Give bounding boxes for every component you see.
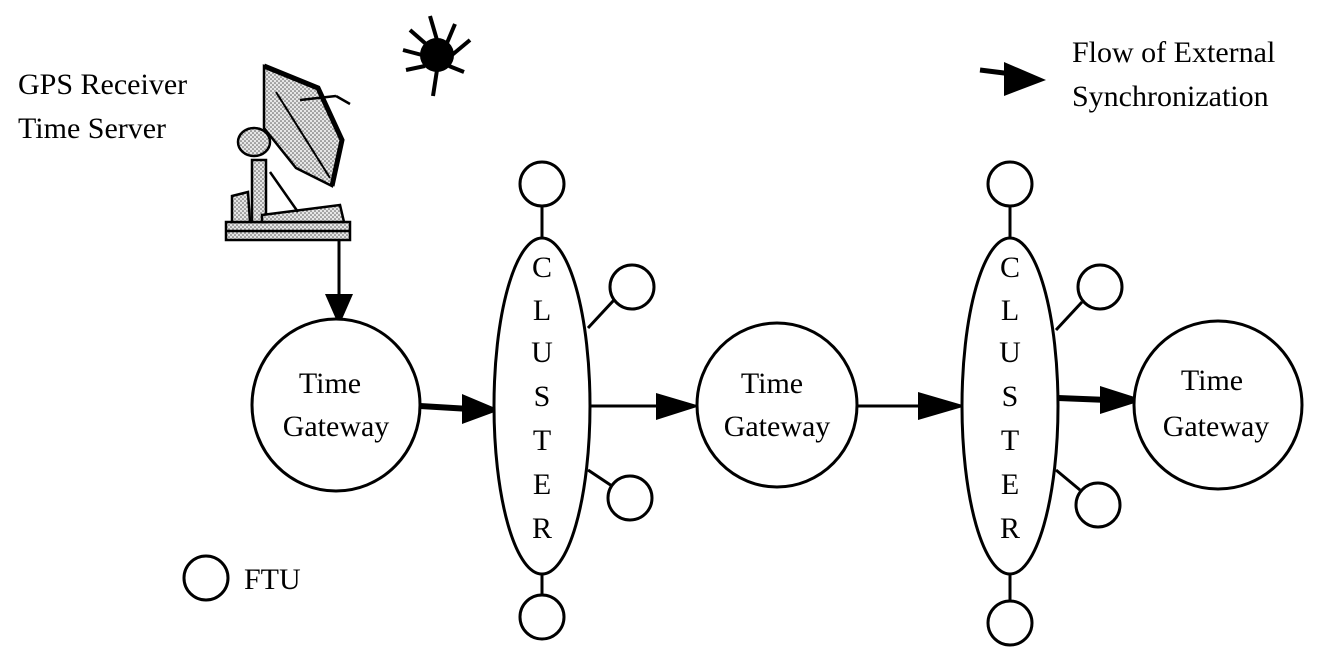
satellite-dish-icon [224,63,352,242]
cluster-2-letter: T [1001,424,1019,457]
ftu-circle [608,263,656,311]
time-gateway-2: Time Gateway [695,321,859,489]
cluster-2: C L U S T E R [960,160,1124,647]
ftu-circle [1076,263,1124,311]
cluster-1-letter: S [534,380,551,413]
ftu-circle [1074,481,1122,529]
ftu-circle [518,593,566,641]
gps-label-line2: Time Server [18,112,166,145]
cluster-2-letter: E [1001,468,1019,501]
gateway2-to-cluster2-arrow [857,392,966,420]
ftu-circle [606,474,654,522]
cluster-1-letter: R [532,512,552,545]
gateway-1-line2: Gateway [283,410,390,443]
gateway-2-line2: Gateway [724,410,831,443]
cluster-2-letter: U [999,336,1021,369]
legend-ftu-circle [182,554,230,602]
legend-flow-label-line1: Flow of External [1072,36,1275,69]
cluster-2-letter: S [1002,380,1019,413]
ftu-circle [518,160,566,208]
gateway1-to-cluster1-arrow [419,394,500,424]
cluster-2-letter: L [1001,294,1019,327]
satellite-icon [402,15,472,97]
gps-to-gateway-arrow [325,240,353,326]
cluster-1-letter: C [532,251,552,284]
gateway-2-line1: Time [741,367,803,400]
gateway-3-line2: Gateway [1163,410,1270,443]
time-gateway-1: Time Gateway [250,317,422,493]
cluster-2-letter: C [1000,251,1020,284]
cluster-2-letter: R [1000,512,1020,545]
cluster1-to-gateway2-arrow [590,393,700,420]
time-gateway-3: Time Gateway [1132,319,1304,491]
gateway-1-line1: Time [299,367,361,400]
cluster-1: C L U S T E R [492,160,656,641]
cluster-1-letter: T [533,424,551,457]
cluster-1-letter: L [533,294,551,327]
legend-flow-arrow [979,62,1046,96]
cluster2-to-gateway3-arrow [1057,386,1144,414]
legend-flow-label-line2: Synchronization [1072,80,1269,113]
cluster-1-letter: E [533,468,551,501]
legend-ftu-label: FTU [244,563,301,596]
gateway-3-line1: Time [1181,364,1243,397]
cluster-1-letter: U [531,336,553,369]
gps-label-line1: GPS Receiver [18,68,187,101]
ftu-circle [986,599,1034,647]
ftu-circle [986,160,1034,208]
